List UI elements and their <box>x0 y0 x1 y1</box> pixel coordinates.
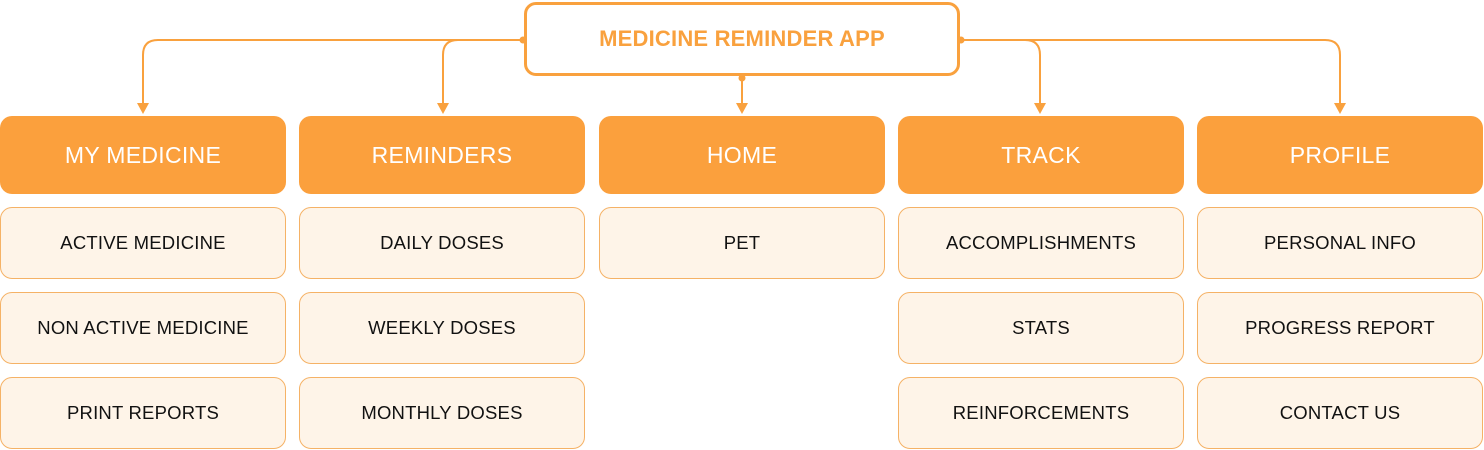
category-label: MY MEDICINE <box>64 141 222 168</box>
arrowhead-reminders <box>437 103 449 114</box>
column-home: HOME PET <box>599 116 885 279</box>
category-home: HOME <box>599 116 885 194</box>
connector-profile <box>960 39 1341 104</box>
item-print-reports: PRINT REPORTS <box>0 377 286 449</box>
category-profile: PROFILE <box>1197 116 1483 194</box>
category-label: TRACK <box>1001 141 1081 168</box>
item-accomplishments: ACCOMPLISHMENTS <box>898 207 1184 279</box>
category-my-medicine: MY MEDICINE <box>0 116 286 194</box>
connector-my-medicine <box>142 39 524 104</box>
item-monthly-doses: MONTHLY DOSES <box>299 377 585 449</box>
column-profile: PROFILE PERSONAL INFO PROGRESS REPORT CO… <box>1197 116 1483 449</box>
column-my-medicine: MY MEDICINE ACTIVE MEDICINE NON ACTIVE M… <box>0 116 286 449</box>
item-reinforcements: REINFORCEMENTS <box>898 377 1184 449</box>
category-label: REMINDERS <box>371 141 513 168</box>
item-weekly-doses: WEEKLY DOSES <box>299 292 585 364</box>
column-track: TRACK ACCOMPLISHMENTS STATS REINFORCEMEN… <box>898 116 1184 449</box>
item-stats: STATS <box>898 292 1184 364</box>
root-label: MEDICINE REMINDER APP <box>599 26 885 51</box>
item-non-active-medicine: NON ACTIVE MEDICINE <box>0 292 286 364</box>
item-contact-us: CONTACT US <box>1197 377 1483 449</box>
category-label: HOME <box>706 141 778 168</box>
category-reminders: REMINDERS <box>299 116 585 194</box>
root-node: MEDICINE REMINDER APP <box>524 2 960 76</box>
arrowhead-track <box>1034 103 1046 114</box>
category-track: TRACK <box>898 116 1184 194</box>
connector-reminders <box>442 39 524 104</box>
arrowhead-my-medicine <box>137 103 149 114</box>
connector-dot-bottom <box>738 74 746 82</box>
arrowhead-profile <box>1334 103 1346 114</box>
item-daily-doses: DAILY DOSES <box>299 207 585 279</box>
item-pet: PET <box>599 207 885 279</box>
item-active-medicine: ACTIVE MEDICINE <box>0 207 286 279</box>
arrowhead-home <box>736 103 748 114</box>
category-label: PROFILE <box>1289 141 1391 168</box>
connector-track <box>960 39 1041 104</box>
column-reminders: REMINDERS DAILY DOSES WEEKLY DOSES MONTH… <box>299 116 585 449</box>
item-progress-report: PROGRESS REPORT <box>1197 292 1483 364</box>
item-personal-info: PERSONAL INFO <box>1197 207 1483 279</box>
